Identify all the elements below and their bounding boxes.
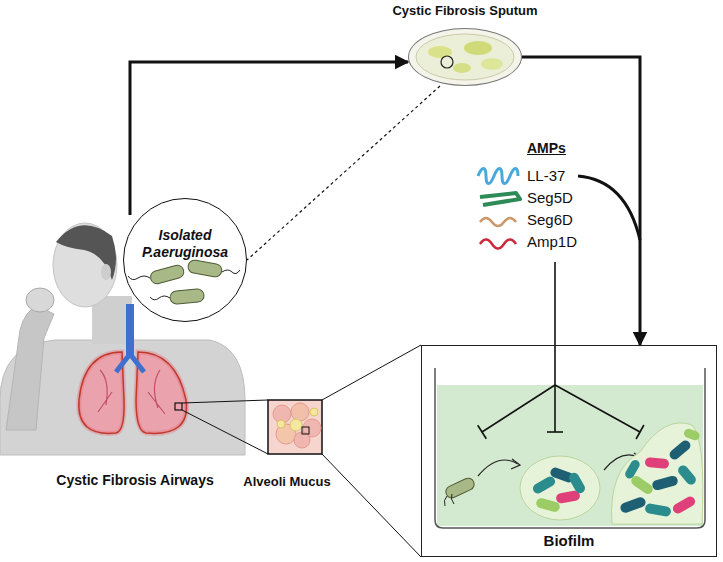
hairpin-icon xyxy=(480,193,520,205)
lung-left-outline xyxy=(79,352,124,433)
node-label: Alveoli Mucus xyxy=(243,474,330,490)
node-label: Biofilm xyxy=(544,532,595,550)
well-outline xyxy=(435,368,705,528)
zoom-line xyxy=(322,454,421,557)
alveoli-panel: Alveoli Mucus xyxy=(232,393,342,493)
peptide-name: Seg6D xyxy=(527,211,573,229)
mature-biofilm xyxy=(612,423,703,524)
zoom-marker xyxy=(175,403,182,410)
node-heading: Cystic Fibrosis Sputum xyxy=(392,3,537,19)
patient-figure: Cystic Fibrosis Airways xyxy=(30,215,240,493)
peptide-icon xyxy=(480,218,516,226)
trachea xyxy=(126,304,134,356)
sputum-blob xyxy=(464,41,492,55)
peptide-name: Seg5D xyxy=(527,189,573,207)
lung-veins xyxy=(98,370,165,414)
person-fist xyxy=(26,288,54,312)
zoom-circle: Isolated P.aeruginosa xyxy=(123,198,247,322)
bacteria-group xyxy=(128,259,240,304)
zoom-line xyxy=(322,345,421,400)
single-bacterium xyxy=(444,476,476,506)
microcolony xyxy=(520,456,600,520)
peptide-name: Amp1D xyxy=(527,233,577,251)
peptide-icon xyxy=(480,240,516,249)
merge-curve xyxy=(578,176,640,240)
colony-circle xyxy=(441,56,453,68)
person-ear xyxy=(101,264,111,280)
sputum-blob xyxy=(453,63,471,73)
bronchi xyxy=(116,354,144,372)
stage-arrowhead xyxy=(511,459,520,469)
helix-icon xyxy=(478,169,518,184)
person-hair xyxy=(56,225,116,280)
peptide-name: LL-37 xyxy=(527,167,565,185)
alveoli-cells xyxy=(273,403,321,448)
zoom-line xyxy=(182,400,268,403)
well-liquid xyxy=(437,385,703,526)
petri-dish: Cystic Fibrosis Sputum xyxy=(408,28,522,86)
inhibition-lines xyxy=(478,262,644,439)
zoom-leader xyxy=(247,86,440,260)
person-arm xyxy=(6,306,54,430)
node-label: Isolated P.aeruginosa xyxy=(129,227,241,261)
sputum-blob xyxy=(481,58,503,70)
legend-heading: AMPs xyxy=(527,140,566,157)
zoom-marker xyxy=(302,427,309,434)
lung-right xyxy=(136,352,187,433)
person-head xyxy=(53,223,117,307)
petri-dish-inner xyxy=(416,34,514,80)
flow-arrow xyxy=(522,57,640,345)
lung-right-outline xyxy=(136,352,187,433)
zoom-line xyxy=(182,410,268,454)
node-label: Cystic Fibrosis Airways xyxy=(56,472,213,489)
lung-left xyxy=(79,352,124,433)
petri-dish-fill xyxy=(408,28,522,86)
flow-arrow xyxy=(130,62,408,215)
biofilm-box: Biofilm xyxy=(421,345,717,557)
alveoli-inset xyxy=(268,400,322,454)
